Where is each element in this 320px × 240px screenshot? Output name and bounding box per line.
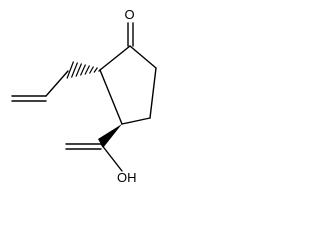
ring-bond-alpha-to-ketone — [99, 45, 131, 71]
ketone-oxygen-label: O — [125, 7, 135, 22]
hashed-wedge-bond-allyl — [66, 61, 102, 79]
chemical-structure-diagram: O OH — [11, 7, 157, 185]
ring-bond-ch2-right — [149, 67, 157, 119]
carboxyl-carbon-to-oh — [100, 143, 123, 172]
hydroxyl-label: OH — [117, 170, 137, 185]
ring-bond-alpha-carbons — [99, 69, 123, 125]
allyl-single-bond — [45, 70, 69, 97]
ring-bond-ketone-to-ch2-top — [129, 45, 157, 69]
solid-wedge-bond-carboxyl — [98, 124, 122, 148]
ring-bond-ch2-bottom — [121, 117, 151, 125]
